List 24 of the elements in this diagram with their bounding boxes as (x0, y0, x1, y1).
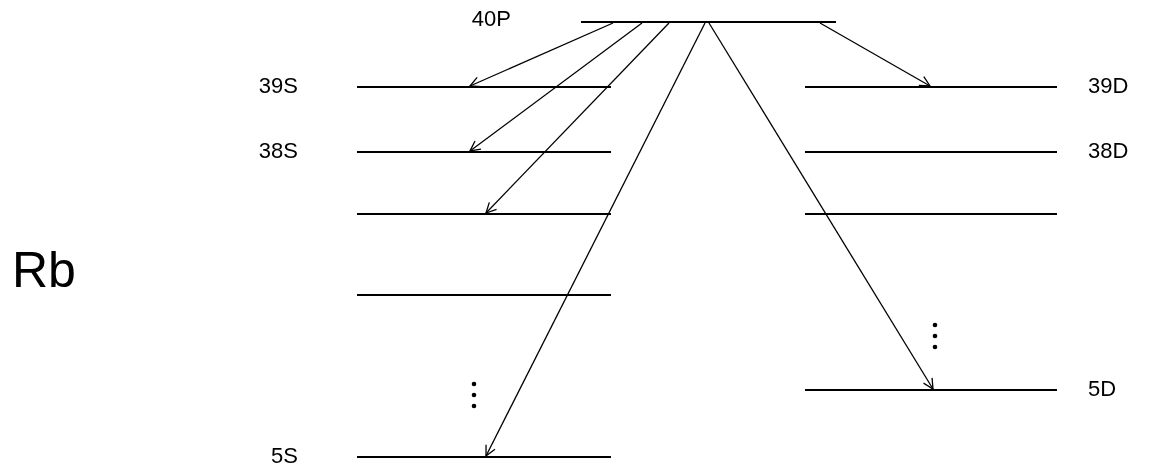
level-label: 39D (1088, 73, 1129, 99)
level-label: 39S (258, 73, 298, 99)
level-label: 38S (258, 138, 298, 164)
energy-level-line (805, 86, 1057, 88)
level-label: 5S (271, 443, 298, 469)
transition-arrow (469, 22, 614, 88)
energy-level-line (805, 151, 1057, 153)
energy-level-line (805, 213, 1057, 215)
level-label: 5D (1088, 376, 1117, 402)
element-symbol: Rb (12, 242, 76, 298)
transition-arrow (485, 22, 670, 214)
transition-arrow (819, 22, 931, 87)
transition-arrow (708, 22, 934, 390)
level-label: 38D (1088, 138, 1129, 164)
transition-arrow (469, 22, 643, 152)
energy-level-line (357, 294, 611, 296)
energy-level-line (357, 213, 611, 215)
level-label: 40P (471, 6, 511, 32)
energy-level-line (581, 21, 836, 23)
energy-level-line (805, 389, 1057, 391)
energy-level-line (357, 456, 611, 458)
transition-arrow (485, 22, 706, 457)
energy-level-line (357, 151, 611, 153)
energy-level-line (357, 86, 611, 88)
